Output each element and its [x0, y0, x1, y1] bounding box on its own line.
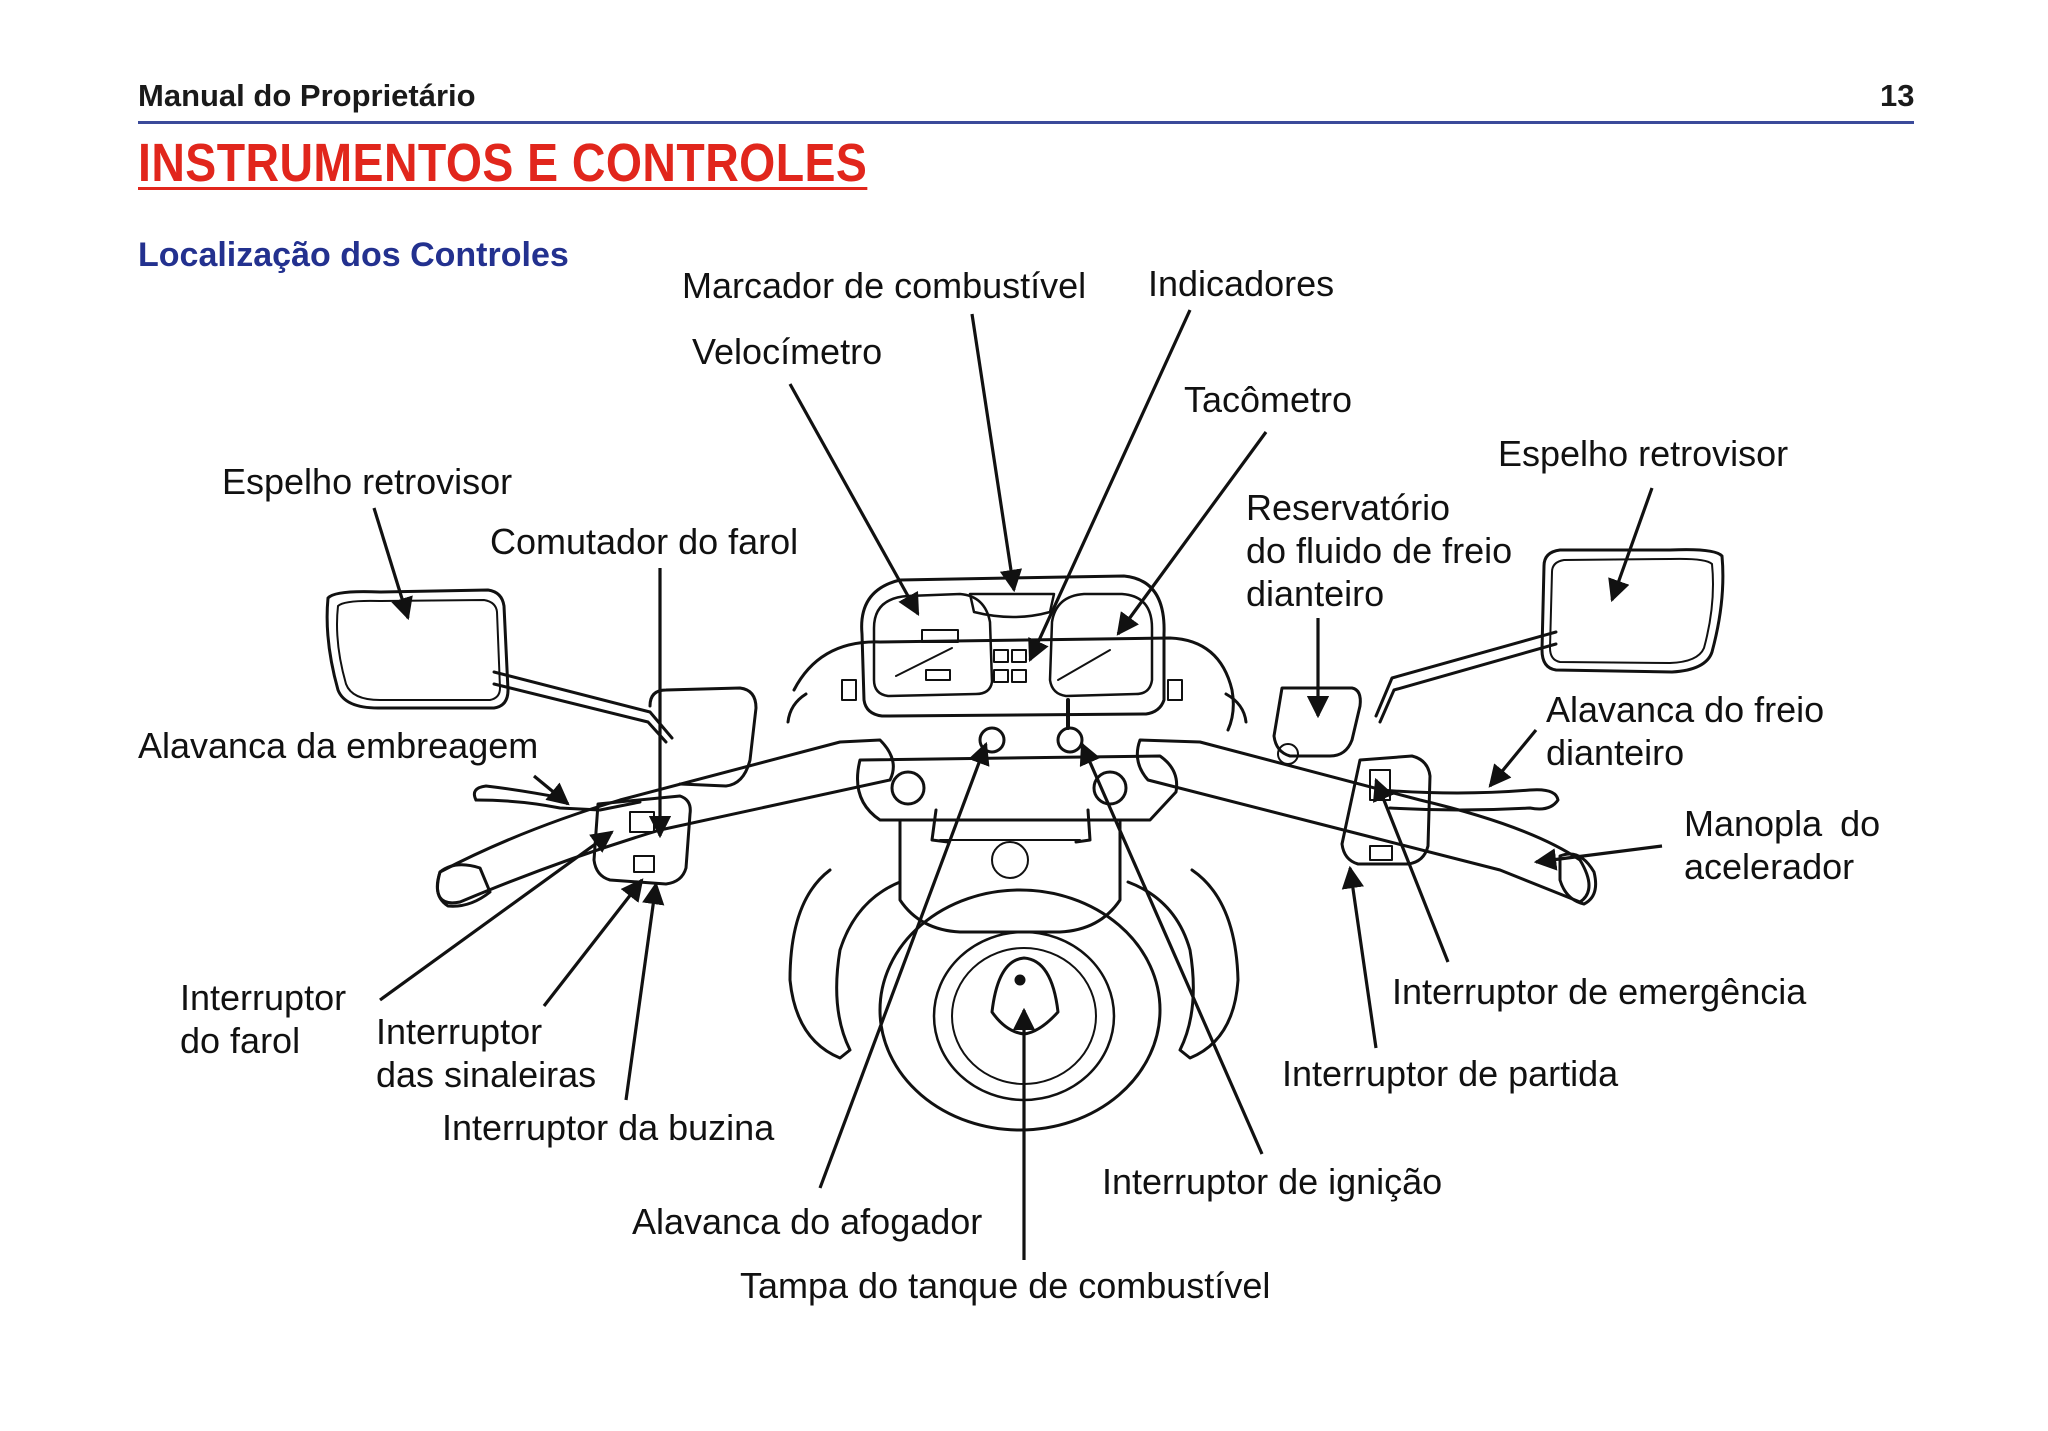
- label-turn-signal-switch: Interruptor das sinaleiras: [376, 1011, 597, 1095]
- label-front-brake-lever: Alavanca do freio dianteiro: [1546, 689, 1825, 773]
- brake-reservoir: [1272, 686, 1362, 758]
- instrument-cluster: [860, 574, 1166, 718]
- left-switch-housing: [592, 794, 692, 886]
- motorcycle-illustration: [325, 548, 1725, 1132]
- label-fuel-gauge: Marcador de combustível: [682, 265, 1087, 306]
- label-emergency-switch: Interruptor de emergência: [1392, 971, 1807, 1012]
- label-starter-switch: Interruptor de partida: [1282, 1053, 1619, 1094]
- section-title: INSTRUMENTOS E CONTROLES: [138, 133, 868, 193]
- right-switch-housing: [1340, 754, 1432, 866]
- leader-lines: [372, 309, 1663, 1260]
- label-throttle-grip: Manopla do acelerador: [1684, 803, 1881, 887]
- label-headlight-dimmer: Comutador do farol: [490, 521, 799, 562]
- triple-clamp: [856, 754, 1179, 822]
- label-choke-lever: Alavanca do afogador: [632, 1201, 983, 1242]
- headlight-fairing: [792, 636, 1235, 732]
- page-number: 13: [1880, 78, 1915, 113]
- label-horn-switch: Interruptor da buzina: [442, 1107, 775, 1148]
- label-left-mirror: Espelho retrovisor: [222, 461, 513, 502]
- label-right-mirror: Espelho retrovisor: [1498, 433, 1789, 474]
- manual-title: Manual do Proprietário: [138, 78, 476, 113]
- subsection-title: Localização dos Controles: [138, 236, 569, 274]
- label-headlight-switch: Interruptor do farol: [180, 977, 347, 1061]
- fuel-tank: [788, 868, 902, 1060]
- label-speedometer: Velocímetro: [692, 331, 883, 372]
- clutch-lever: [474, 798, 642, 812]
- label-ignition-switch: Interruptor de ignição: [1102, 1161, 1443, 1202]
- left-handlebar: [436, 738, 895, 905]
- label-brake-fluid-reservoir: Reservatório do fluido de freio dianteir…: [1246, 487, 1513, 614]
- header-divider: [138, 121, 1914, 124]
- right-mirror: [1540, 548, 1725, 674]
- left-grip: [435, 863, 492, 908]
- label-tachometer: Tacômetro: [1184, 379, 1353, 420]
- brake-lever: [1378, 788, 1560, 812]
- label-fuel-cap: Tampa do tanque de combustível: [740, 1265, 1271, 1306]
- label-clutch-lever: Alavanca da embreagem: [138, 725, 539, 766]
- left-mirror: [325, 588, 510, 710]
- label-indicators: Indicadores: [1148, 263, 1335, 304]
